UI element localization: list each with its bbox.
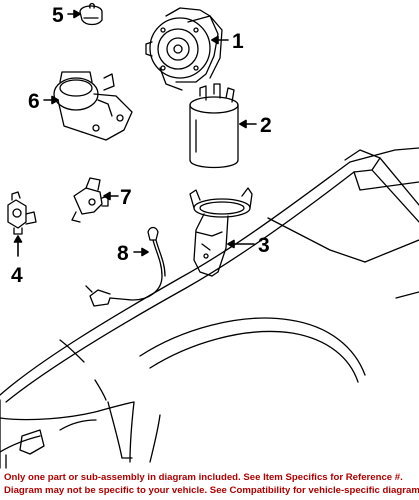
disclaimer-notice: Only one part or sub-assembly in diagram… xyxy=(0,468,419,500)
arrowhead-6 xyxy=(51,95,59,105)
part-5-cap xyxy=(79,2,103,26)
callout-6: 6 xyxy=(28,90,40,113)
part-2-canister xyxy=(189,83,239,169)
arrowhead-7 xyxy=(103,191,111,201)
part-6-egr-valve xyxy=(53,71,133,141)
fender-outline xyxy=(0,147,419,469)
callout-labels: 1 2 3 4 5 6 7 8 xyxy=(11,4,272,287)
leader-arrows xyxy=(13,9,257,257)
callout-2: 2 xyxy=(260,114,272,137)
disclaimer-line-1: Only one part or sub-assembly in diagram… xyxy=(4,472,403,483)
callout-7: 7 xyxy=(120,186,132,209)
arrowhead-2 xyxy=(239,119,247,129)
part-4-sensor xyxy=(7,191,37,235)
arrowhead-1 xyxy=(211,35,219,45)
arrowhead-4 xyxy=(13,235,23,243)
arrowhead-8 xyxy=(141,247,149,257)
part-7-sensor xyxy=(71,177,109,223)
disclaimer-line-2: Diagram may not be specific to your vehi… xyxy=(4,485,419,496)
callout-4: 4 xyxy=(11,264,23,287)
callout-5: 5 xyxy=(52,4,64,27)
callout-1: 1 xyxy=(232,30,244,53)
part-1-air-pump xyxy=(145,7,223,91)
arrowhead-5 xyxy=(73,9,81,19)
part-3-bracket xyxy=(189,187,253,277)
callout-3: 3 xyxy=(258,234,270,257)
arrowhead-3 xyxy=(227,239,235,249)
callout-8: 8 xyxy=(117,242,129,265)
part-8-oxygen-sensor xyxy=(85,226,166,307)
